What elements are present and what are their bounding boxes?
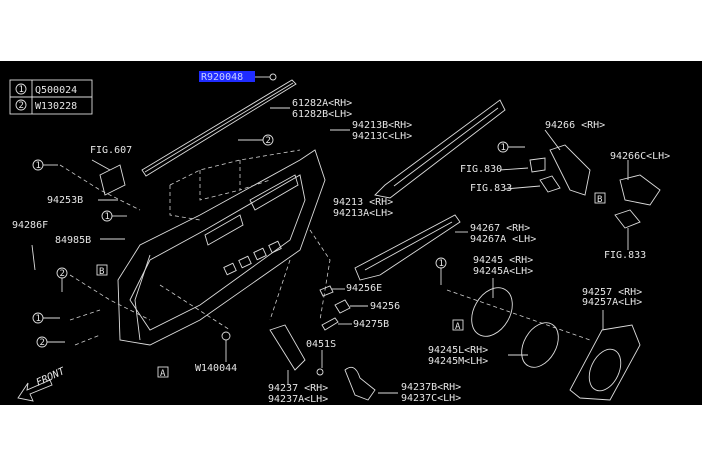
svg-text:1: 1 [105, 212, 110, 222]
svg-text:1: 1 [439, 259, 444, 269]
svg-text:1: 1 [36, 161, 41, 171]
part-label-94213[interactable]: 94213 <RH> [333, 197, 393, 208]
svg-text:A: A [455, 322, 461, 332]
highlight-box [199, 71, 255, 82]
parts-diagram: 1 2 Q500024 W130228 R920048 [0, 61, 702, 405]
part-label-94275b[interactable]: 94275B [353, 319, 389, 330]
part-label-94257[interactable]: 94257 <RH> [582, 287, 642, 298]
part-label-61282b[interactable]: 61282B<LH> [292, 109, 352, 120]
svg-text:A: A [160, 369, 166, 379]
part-label-w140044[interactable]: W140044 [195, 363, 237, 374]
part-label-84985b[interactable]: 84985B [55, 235, 91, 246]
part-label-94256e[interactable]: 94256E [346, 283, 382, 294]
part-label-94237[interactable]: 94237 <RH> [268, 383, 328, 394]
weatherstrip-drawing [141, 79, 297, 177]
speaker-94245l-drawing [521, 322, 559, 368]
legend-part-1[interactable]: Q500024 [35, 85, 77, 96]
part-label-94267[interactable]: 94267 <RH> [470, 223, 530, 234]
part-label-r920048[interactable]: R920048 [201, 72, 243, 83]
part-label-94257a[interactable]: 94257A<LH> [582, 297, 642, 308]
handle-lh-drawing [619, 174, 661, 206]
svg-text:2: 2 [60, 269, 65, 279]
part-label-94245a[interactable]: 94245A<LH> [473, 266, 533, 277]
part-label-94245[interactable]: 94245 <RH> [473, 255, 533, 266]
part-label-94245m[interactable]: 94245M<LH> [428, 356, 488, 367]
svg-text:2: 2 [266, 136, 271, 146]
svg-text:2: 2 [40, 338, 45, 348]
part-label-94253b[interactable]: 94253B [47, 195, 83, 206]
fig-label-607[interactable]: FIG.607 [90, 145, 132, 156]
part-label-94267a[interactable]: 94267A <LH> [470, 234, 536, 245]
part-label-94213c[interactable]: 94213C<LH> [352, 131, 412, 142]
svg-text:B: B [597, 195, 602, 205]
speaker-grille-drawing [569, 324, 641, 401]
part-label-94237c[interactable]: 94237C<LH> [401, 393, 461, 404]
part-label-94266[interactable]: 94266 <RH> [545, 120, 605, 131]
part-label-94237b[interactable]: 94237B<RH> [401, 382, 461, 393]
part-label-0451s[interactable]: 0451S [306, 339, 336, 350]
callout-markers: 1 2 1 2 1 2 1 1 B B A A [32, 134, 606, 379]
svg-text:1: 1 [501, 143, 506, 153]
part-label-94256[interactable]: 94256 [370, 301, 400, 312]
part-label-94266c[interactable]: 94266C<LH> [610, 151, 670, 162]
part-label-94237a[interactable]: 94237A<LH> [268, 394, 328, 405]
legend-part-2[interactable]: W130228 [35, 101, 77, 112]
part-label-94245l[interactable]: 94245L<RH> [428, 345, 488, 356]
fig-label-830[interactable]: FIG.830 [460, 164, 502, 175]
speaker-94245-drawing [471, 287, 513, 337]
part-label-94286f[interactable]: 94286F [12, 220, 48, 231]
handle-rh-drawing [549, 144, 591, 196]
front-arrow-icon [17, 379, 53, 402]
diagram-drawing: 1 2 Q500024 W130228 R920048 [9, 71, 670, 405]
svg-text:1: 1 [36, 314, 41, 324]
legend-key-2: 2 [19, 101, 24, 111]
part-label-94213b[interactable]: 94213B<RH> [352, 120, 412, 131]
legend-table: 1 2 Q500024 W130228 [9, 79, 93, 115]
legend-key-1: 1 [19, 85, 24, 95]
fig-label-833[interactable]: FIG.833 [470, 183, 512, 194]
part-label-94213a[interactable]: 94213A<LH> [333, 208, 393, 219]
door-trim-panel-drawing [59, 149, 331, 346]
fig-label-833-b[interactable]: FIG.833 [604, 250, 646, 261]
svg-text:B: B [99, 267, 104, 277]
armrest-trim-drawing [354, 214, 461, 281]
part-label-61282a[interactable]: 61282A<RH> [292, 98, 352, 109]
upper-trim-drawing [374, 99, 506, 199]
